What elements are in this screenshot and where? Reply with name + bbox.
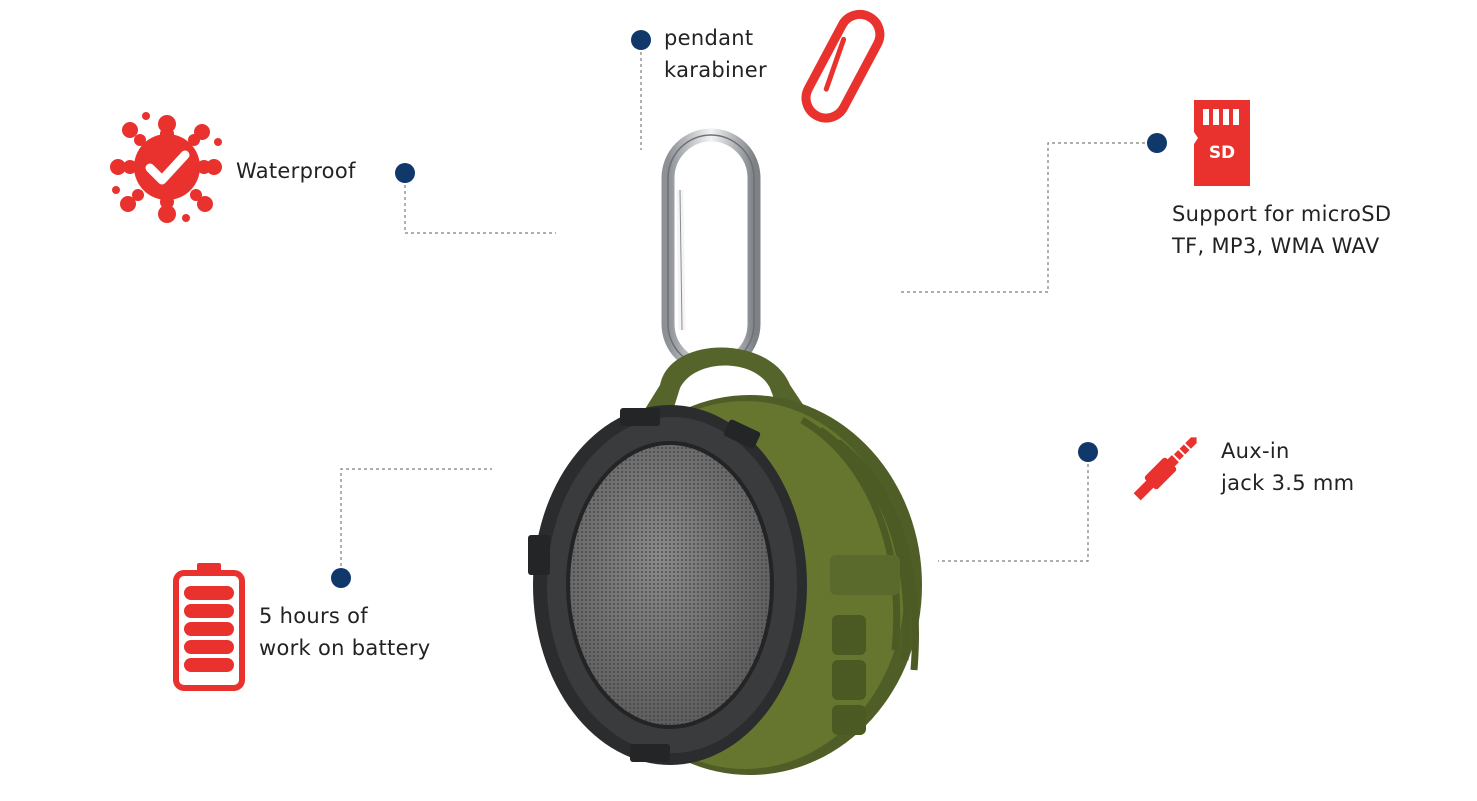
aux-label-line2: jack 3.5 mm: [1221, 471, 1355, 495]
aux-label: Aux-in jack 3.5 mm: [1221, 435, 1354, 499]
callout-dot-battery: [331, 568, 351, 588]
callout-dot-pendant: [631, 30, 651, 50]
microsd-label: Support for microSD TF, MP3, WMA WAV: [1172, 198, 1391, 262]
microsd-label-line1: Support for microSD: [1172, 202, 1392, 226]
battery-label-line2: work on battery: [259, 636, 431, 660]
water-splash-check-icon: [110, 112, 222, 223]
waterproof-label: Waterproof: [236, 155, 356, 187]
leader-line-aux: [938, 452, 1089, 562]
audio-jack-icon: [1133, 437, 1197, 501]
sd-card-badge: SD: [1209, 143, 1235, 163]
aux-label-line1: Aux-in: [1221, 439, 1290, 463]
battery-label: 5 hours of work on battery: [259, 600, 430, 664]
leader-line-waterproof: [404, 173, 556, 234]
pendant-label-line1: pendant: [664, 26, 754, 50]
battery-label-line1: 5 hours of: [259, 604, 368, 628]
speaker-carabiner: [661, 128, 761, 374]
speaker-buttons: [832, 615, 866, 735]
waterproof-label-line1: Waterproof: [236, 159, 356, 183]
callout-dot-microsd: [1147, 133, 1167, 153]
pendant-label: pendant karabiner: [664, 22, 767, 86]
carabiner-icon: [801, 9, 885, 123]
sd-card-icon: SD: [1194, 100, 1250, 186]
pendant-label-line2: karabiner: [664, 58, 767, 82]
speaker-product-image: [528, 128, 922, 775]
callout-dot-waterproof: [395, 163, 415, 183]
leader-line-microsd: [898, 142, 1157, 293]
callout-dot-aux: [1078, 442, 1098, 462]
battery-icon: [173, 563, 245, 691]
microsd-label-line2: TF, MP3, WMA WAV: [1172, 234, 1380, 258]
leader-line-battery: [340, 468, 492, 578]
